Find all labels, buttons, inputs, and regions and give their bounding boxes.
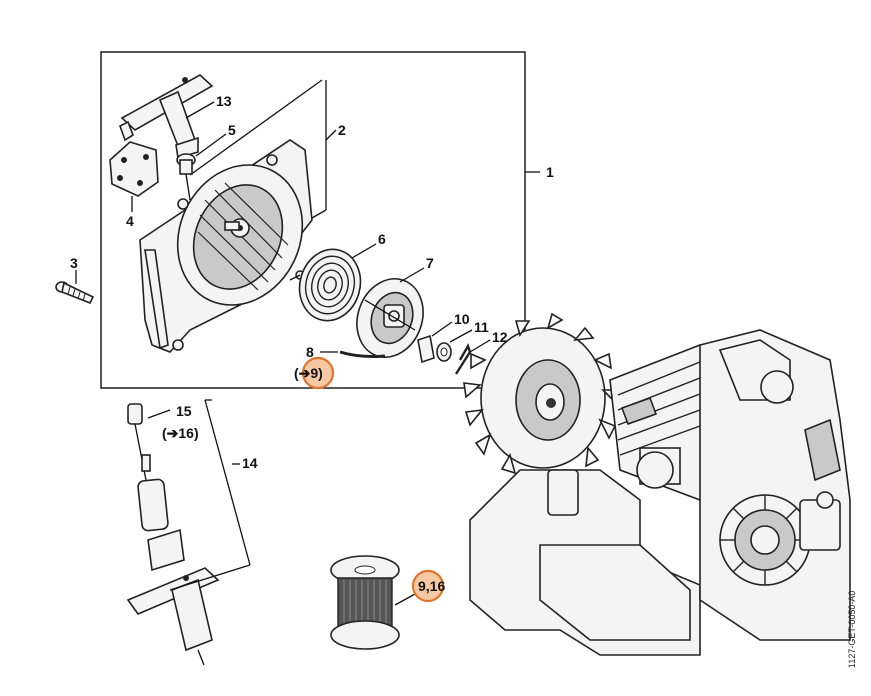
leader-14 [204, 399, 251, 566]
part-8-rope[interactable] [339, 350, 386, 358]
part-2-fan-housing[interactable] [139, 139, 325, 353]
callout-10: 10 [454, 311, 470, 327]
ref-9-16-text: 9,16 [418, 578, 445, 594]
leader-13 [185, 101, 215, 119]
part-4-disc[interactable] [109, 141, 159, 197]
leader-spool [394, 593, 416, 606]
highlight-ref-9-16[interactable] [411, 569, 445, 603]
part-7-rope-rotor[interactable] [346, 269, 434, 366]
callout-2: 2 [338, 122, 346, 138]
rope-spool[interactable] [330, 555, 400, 650]
callout-15: 15 [176, 403, 192, 419]
callout-14: 14 [242, 455, 258, 471]
leader-11 [449, 329, 473, 343]
drawing-code: 1127-GET-0050-A0 [847, 591, 857, 668]
leader-14d [169, 564, 251, 591]
callout-1: 1 [546, 164, 554, 180]
part-12-spring-clip[interactable] [454, 343, 472, 375]
callout-13: 13 [216, 93, 232, 109]
part-5-rope-guide-bush[interactable] [176, 153, 196, 201]
leader-2d [189, 79, 323, 176]
leader-10 [431, 321, 453, 337]
leader-2 [311, 209, 327, 219]
leader-15 [147, 409, 171, 419]
ref-16-text: (➔16) [162, 425, 199, 441]
leader-2c [325, 129, 337, 141]
callout-7: 7 [426, 255, 434, 271]
callout-11: 11 [474, 319, 489, 335]
part-13-starter-grip[interactable] [119, 74, 214, 160]
part-11-washer[interactable] [436, 342, 452, 362]
leader-7 [399, 267, 425, 283]
part-15-rope[interactable] [127, 403, 151, 481]
highlight-ref-9[interactable] [301, 356, 335, 390]
leader-5 [195, 133, 227, 157]
callout-6: 6 [378, 231, 386, 247]
part-14-elastostart-grip[interactable] [126, 478, 220, 666]
part-10-pawl[interactable] [417, 334, 435, 364]
engine-block[interactable] [463, 312, 851, 656]
leader-12 [469, 339, 491, 353]
ref-9-text: (➔9) [294, 365, 323, 381]
callout-12: 12 [492, 329, 508, 345]
callout-8: 8 [306, 344, 314, 360]
leader-6 [351, 243, 377, 259]
callout-3: 3 [70, 255, 78, 271]
callout-4: 4 [126, 213, 134, 229]
part-3-screw[interactable] [55, 281, 95, 305]
callout-5: 5 [228, 122, 236, 138]
part-6-rewind-spring[interactable] [289, 242, 368, 327]
